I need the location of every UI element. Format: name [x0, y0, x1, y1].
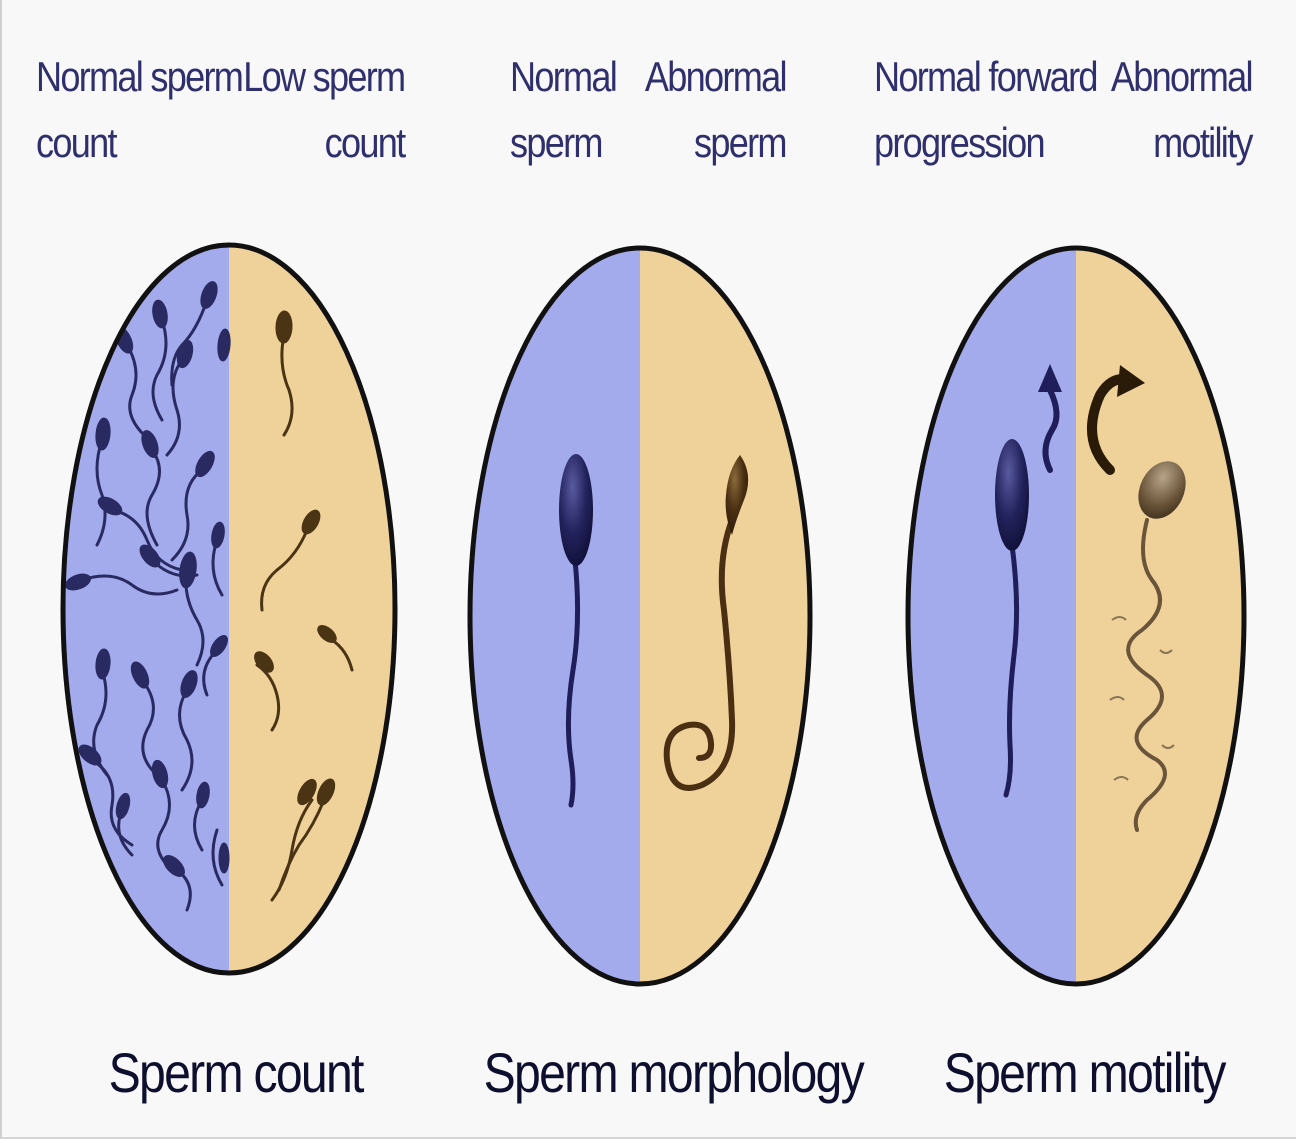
caption-sperm-motility: Sperm motility: [944, 1028, 1211, 1118]
panel-sperm-count: [52, 240, 409, 980]
caption-sperm-count: Sperm count: [109, 1028, 350, 1118]
normal-half-fill: [467, 245, 640, 990]
normal-half-fill: [52, 240, 229, 980]
panel-sperm-morphology: [467, 245, 815, 990]
abnormal-half-fill: [229, 240, 409, 980]
normal-half-fill: [902, 245, 1076, 990]
panel-sperm-motility: [902, 245, 1246, 990]
caption-sperm-morphology: Sperm morphology: [484, 1028, 811, 1118]
abnormal-half-fill: [1076, 245, 1246, 990]
